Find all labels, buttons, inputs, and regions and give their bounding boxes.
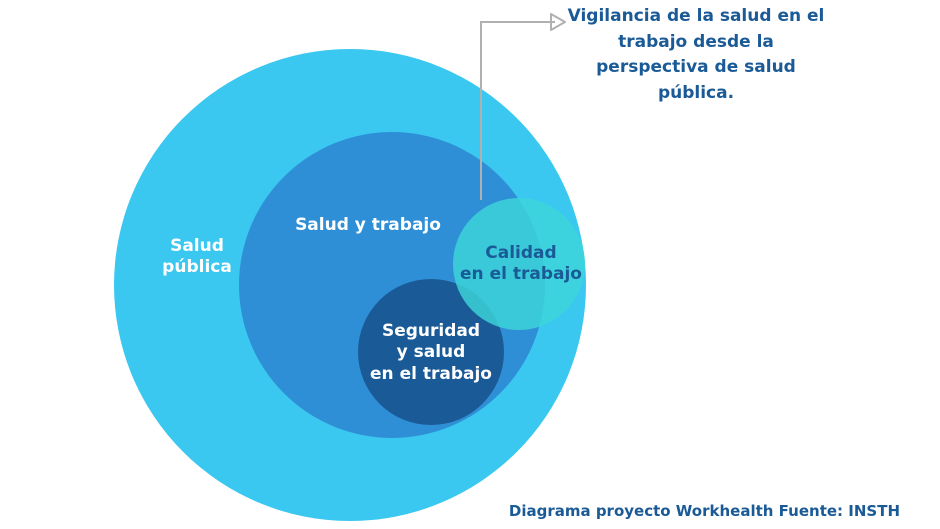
salud-publica-label: Salud pública (142, 236, 252, 279)
salud-trabajo-label: Salud y trabajo (295, 215, 441, 235)
seguridad-salud-label: Seguridad y salud en el trabajo (366, 321, 496, 385)
seguridad-salud-circle (358, 279, 504, 425)
seguridad-label-line1: Seguridad (381, 321, 481, 341)
calidad-label-line2: en el trabajo (460, 264, 582, 285)
salud-publica-label-line1: Salud (170, 236, 224, 256)
callout-arrow-head (550, 13, 566, 31)
calidad-trabajo-circle (453, 198, 585, 330)
callout-text: Vigilancia de la salud en el trabajo des… (567, 6, 825, 103)
callout-arrow-line (480, 21, 555, 200)
source-caption: Diagrama proyecto Workhealth Fuente: INS… (508, 502, 900, 520)
seguridad-label-line3: en el trabajo (370, 363, 492, 384)
calidad-label-line1: Calidad (485, 243, 557, 263)
calidad-trabajo-label: Calidad en el trabajo (456, 243, 586, 286)
salud-publica-label-line2: pública (162, 257, 232, 278)
seguridad-label-line2: y salud (396, 342, 466, 363)
